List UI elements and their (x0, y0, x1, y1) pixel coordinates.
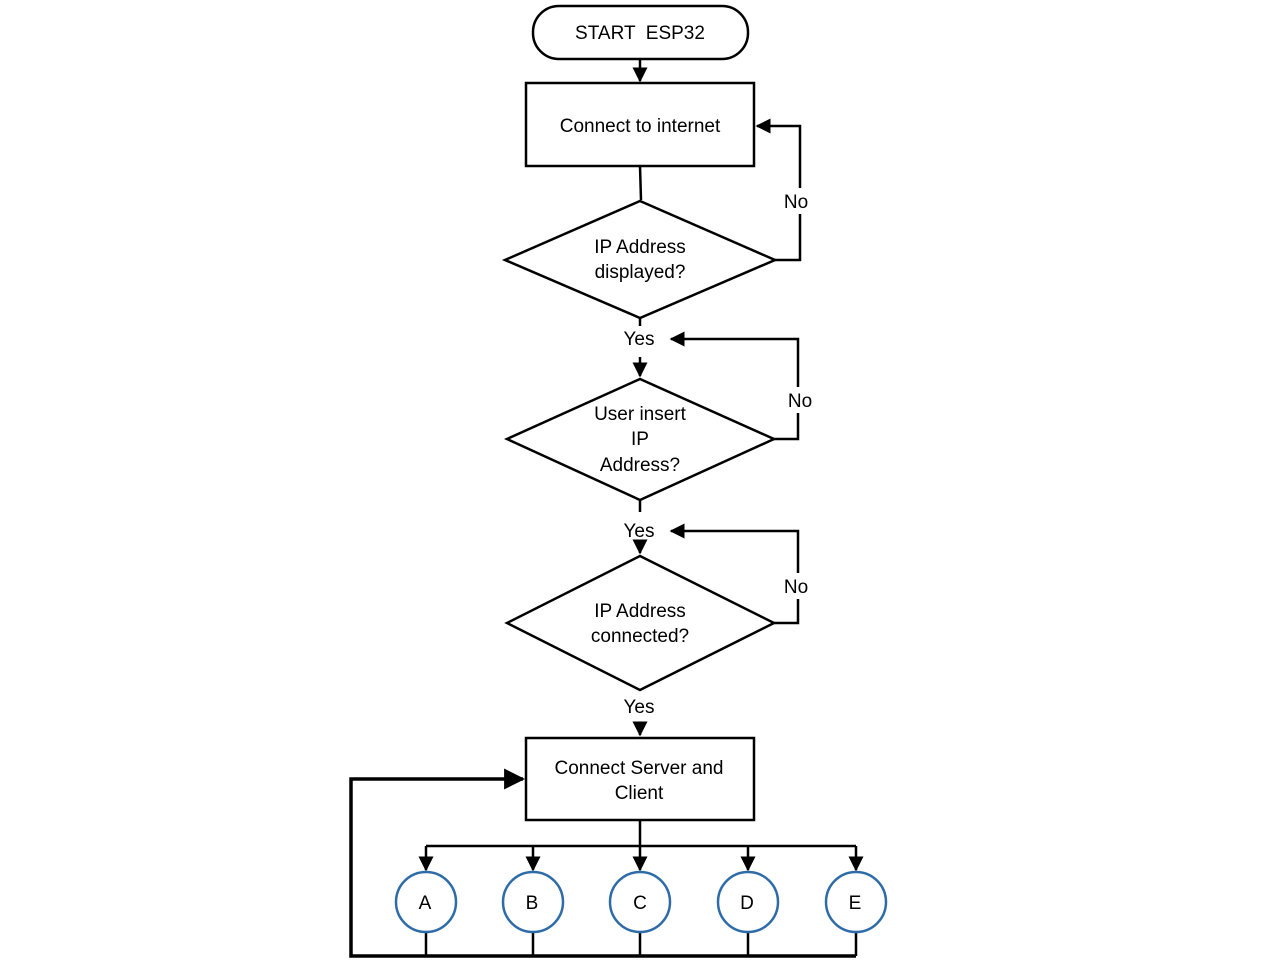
start-label: START ESP32 (575, 23, 705, 44)
server-client-line2: Client (615, 783, 664, 804)
connector-b: B (501, 870, 565, 934)
no-label-1: No (784, 192, 808, 213)
ip-connected-decision (504, 554, 777, 692)
yes-label-1: Yes (624, 329, 655, 350)
connect-internet-label: Connect to internet (560, 116, 721, 137)
yes-label-3: Yes (624, 697, 655, 718)
connector-e-label: E (849, 893, 862, 914)
connector-a-label: A (419, 893, 432, 914)
edge-internet-to-ipdisplayed (638, 165, 643, 201)
connector-e: E (824, 870, 888, 934)
user-insert-line3: Address? (600, 455, 680, 476)
connect-internet-box (524, 81, 756, 168)
no-label-3: No (784, 577, 808, 598)
connector-b-label: B (526, 893, 539, 914)
connector-c: C (608, 870, 672, 934)
yes-label-2: Yes (624, 521, 655, 542)
ip-displayed-line1: IP Address (594, 237, 686, 258)
server-client-box (524, 736, 756, 822)
ip-connected-line2: connected? (591, 626, 689, 647)
connector-a: A (394, 870, 458, 934)
ip-displayed-decision (501, 199, 779, 320)
connector-c-label: C (633, 893, 647, 914)
return-loop (349, 768, 856, 958)
connector-d-label: D (740, 893, 754, 914)
connector-d: D (716, 870, 780, 934)
ip-connected-line1: IP Address (594, 601, 686, 622)
user-insert-line1: User insert (594, 404, 687, 425)
user-insert-line2: IP (631, 429, 649, 450)
no-label-2: No (788, 391, 812, 412)
server-client-line1: Connect Server and (555, 758, 724, 779)
ip-displayed-line2: displayed? (595, 262, 686, 283)
